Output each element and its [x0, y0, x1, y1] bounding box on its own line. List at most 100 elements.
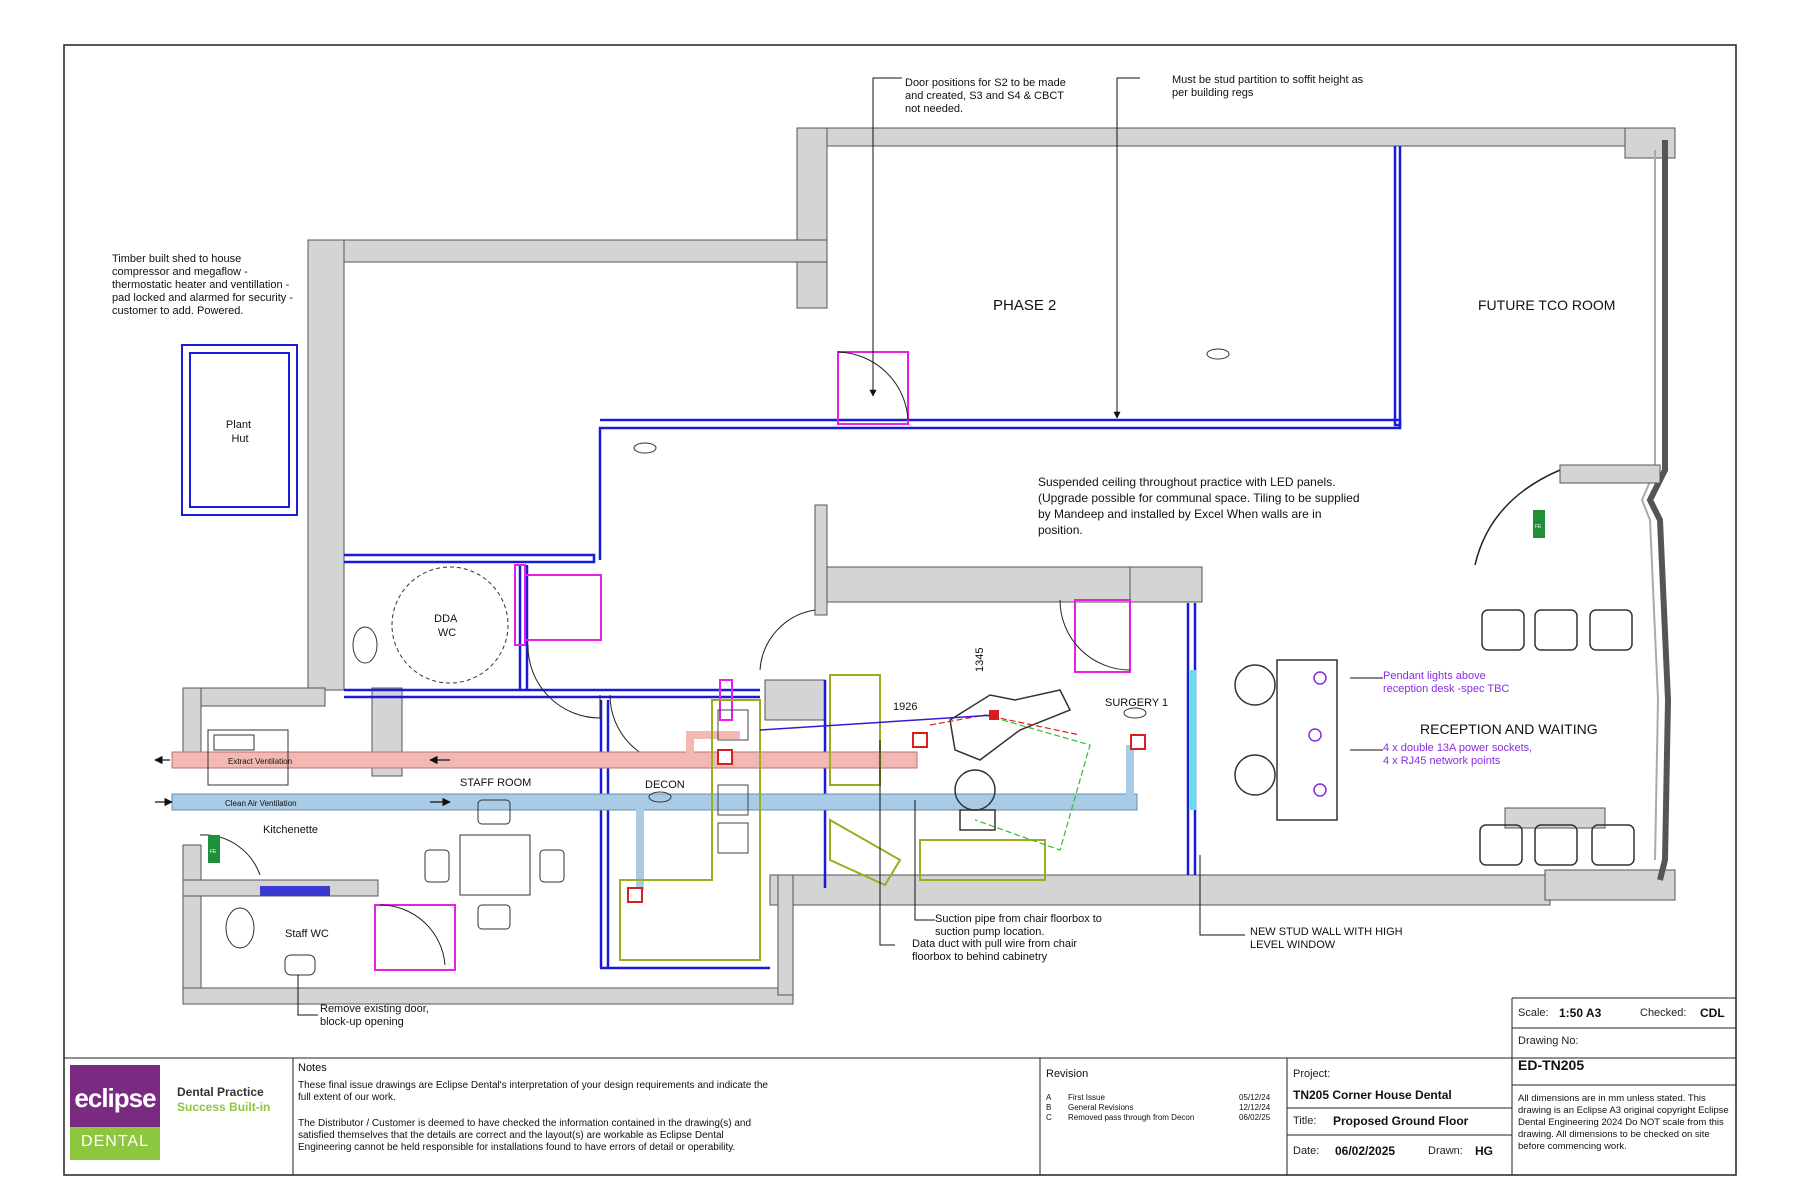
- door-positions-note: Door positions for S2 to be made and cre…: [905, 77, 1066, 115]
- project-value: TN205 Corner House Dental: [1293, 1088, 1452, 1102]
- disclaimer: All dimensions are in mm unless stated. …: [1518, 1093, 1729, 1152]
- suction-note: Suction pipe from chair floorbox to suct…: [935, 913, 1102, 938]
- glazed-panel: [1190, 670, 1196, 810]
- clean-duct-branch: [636, 745, 1134, 890]
- fire-extinguisher-1: [1533, 510, 1545, 538]
- data-duct-line: [759, 714, 996, 731]
- revision-date: 06/02/25: [1239, 1113, 1271, 1122]
- drawing-no-value: ED-TN205: [1518, 1057, 1585, 1073]
- reception-seats: [1234, 609, 1635, 866]
- staff-wc-vent: [260, 886, 330, 896]
- ceiling-note: Suspended ceiling throughout practice wi…: [1038, 475, 1360, 537]
- kitchen-sink: [213, 734, 255, 751]
- phase2-tag: [1206, 348, 1230, 360]
- dda-wc-line1: DDA: [434, 613, 458, 625]
- stud-partition-note: Must be stud partition to soffit height …: [1172, 74, 1364, 99]
- partition-walls: [344, 146, 1402, 970]
- decon-sink: [717, 784, 749, 816]
- staff-table: [459, 834, 531, 896]
- logo-word: eclipse: [74, 1083, 156, 1113]
- project-label: Project:: [1293, 1068, 1331, 1080]
- plant-hut-line1: Plant: [226, 419, 251, 431]
- tagline-2: Success Built-in: [177, 1100, 271, 1114]
- label-decon: DECON: [645, 779, 685, 791]
- revision-date: 12/12/24: [1239, 1103, 1271, 1112]
- leader-lines: [297, 77, 1383, 1016]
- date-value: 06/02/2025: [1335, 1144, 1396, 1158]
- reception-bay-wall: [1646, 140, 1672, 881]
- label-kitchenette: Kitchenette: [263, 824, 318, 836]
- logo-bar: [70, 1127, 160, 1160]
- shed-note: Timber built shed to house compressor an…: [112, 253, 293, 317]
- title-block-grid: [64, 997, 1736, 1175]
- notes-title: Notes: [298, 1062, 327, 1074]
- drawn-label: Drawn:: [1428, 1145, 1463, 1157]
- dda-turning-circle: [391, 566, 509, 684]
- fire-exit-frame: [1559, 464, 1661, 484]
- remove-door-note: Remove existing door, block-up opening: [320, 1003, 429, 1028]
- pendant-note: Pendant lights above reception desk -spe…: [1383, 670, 1510, 695]
- staff-wc-basin: [284, 954, 316, 976]
- revision-desc: General Revisions: [1068, 1103, 1134, 1112]
- title-value: Proposed Ground Floor: [1333, 1114, 1469, 1128]
- label-clean-vent: Clean Air Ventilation: [225, 799, 297, 808]
- scale-label: Scale:: [1518, 1007, 1549, 1019]
- reception-bay-wall-inner: [1640, 150, 1660, 861]
- revision-desc: Removed pass through from Decon: [1068, 1113, 1195, 1122]
- revision-row: A First Issue 05/12/24: [1046, 1093, 1281, 1103]
- floorbox: [989, 710, 999, 720]
- staff-toilet: [225, 907, 255, 949]
- title-label: Title:: [1293, 1115, 1317, 1127]
- revision-code: C: [1046, 1113, 1052, 1122]
- operator-zone: [974, 714, 1091, 851]
- label-surgery1: SURGERY 1: [1105, 697, 1168, 709]
- eclipse-logo: eclipse DENTAL: [70, 1065, 160, 1160]
- label-staff-wc: Staff WC: [285, 928, 329, 940]
- sheet-border: [63, 44, 1737, 1176]
- decon-tag: [648, 791, 672, 803]
- fe-label-2: FE: [210, 849, 217, 855]
- label-plant-hut: Plant Hut: [226, 419, 254, 445]
- chair: [477, 904, 511, 930]
- checked-value: CDL: [1700, 1006, 1725, 1020]
- chair: [539, 849, 565, 883]
- revision-date: 05/12/24: [1239, 1093, 1271, 1102]
- label-reception: RECEPTION AND WAITING: [1420, 721, 1598, 737]
- extract-duct-branch: [686, 731, 740, 760]
- data-duct-note: Data duct with pull wire from chair floo…: [912, 938, 1078, 963]
- label-extract-vent: Extract Ventilation: [228, 757, 292, 766]
- logo-sub: DENTAL: [81, 1133, 149, 1150]
- pendant-light-icons: [1308, 671, 1327, 797]
- plant-hut-outer: [181, 344, 298, 516]
- surgery-tag: [1123, 707, 1147, 719]
- chair: [424, 849, 450, 883]
- fire-exit-curve: [1474, 469, 1561, 566]
- revision-title: Revision: [1046, 1068, 1089, 1080]
- corridor-tag: [633, 442, 657, 454]
- scale-value: 1:50 A3: [1559, 1006, 1602, 1020]
- drawn-value: HG: [1475, 1144, 1493, 1158]
- plant-hut-inner: [189, 352, 290, 508]
- dim-1345: 1345: [974, 648, 986, 672]
- tagline-1: Dental Practice: [177, 1085, 264, 1099]
- sockets-note: 4 x double 13A power sockets, 4 x RJ45 n…: [1383, 742, 1533, 767]
- chair: [477, 799, 511, 825]
- revision-code: B: [1046, 1103, 1052, 1112]
- date-label: Date:: [1293, 1145, 1320, 1157]
- surgery-cabinetry: [829, 674, 1046, 887]
- clean-duct: [171, 793, 1138, 811]
- revision-code: A: [1046, 1093, 1052, 1102]
- checked-label: Checked:: [1640, 1007, 1687, 1019]
- fe-label-1: FE: [1535, 524, 1542, 530]
- dental-chair: [949, 689, 1072, 831]
- new-stud-note: NEW STUD WALL WITH HIGH LEVEL WINDOW: [1250, 926, 1403, 951]
- decon-sink: [717, 822, 749, 854]
- label-phase2: PHASE 2: [993, 297, 1056, 314]
- revision-desc: First Issue: [1068, 1093, 1105, 1102]
- service-points: [627, 732, 1146, 903]
- label-future-tco: FUTURE TCO ROOM: [1478, 297, 1615, 313]
- dda-toilet: [352, 626, 378, 664]
- drawing-no-label: Drawing No:: [1518, 1035, 1579, 1047]
